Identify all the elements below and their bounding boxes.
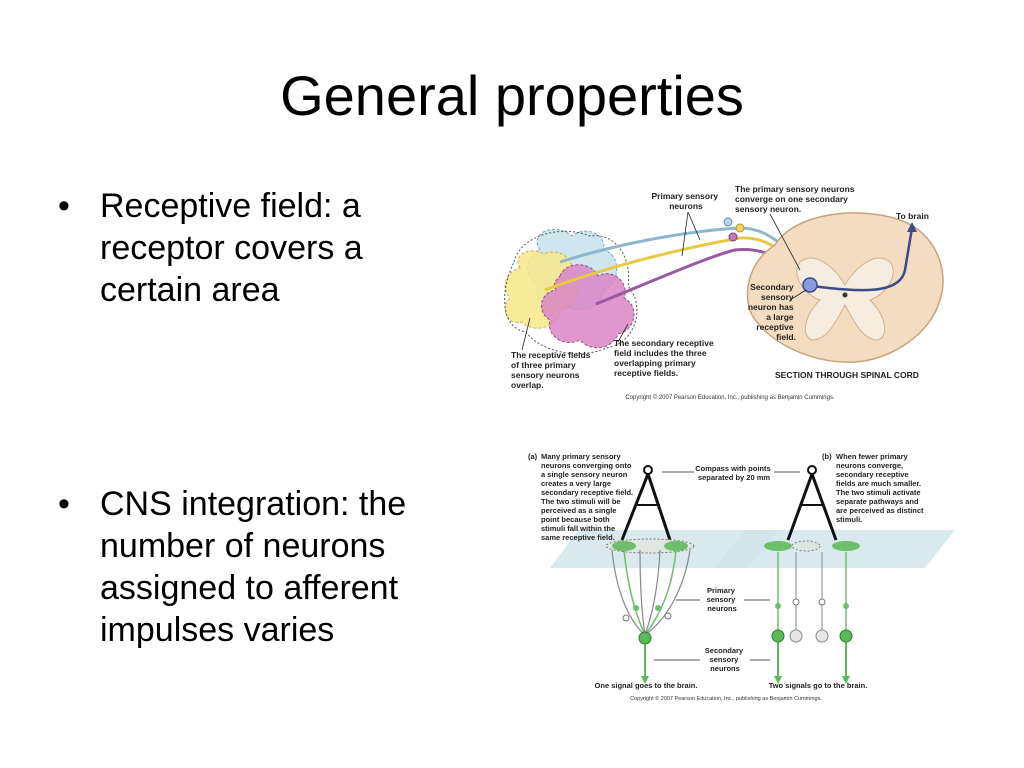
- figure-two-point-discrimination: (a) Many primary sensory neurons converg…: [528, 452, 955, 702]
- figure-receptive-field-diagram: Primary sensory neurons The primary sens…: [504, 184, 944, 401]
- arrow-head-b: [842, 676, 850, 684]
- label-one-signal: One signal goes to the brain.: [595, 681, 698, 690]
- compass-b-leg: [786, 473, 814, 541]
- arrow-to-brain-head: [907, 222, 917, 232]
- label-primary-neurons: Primary sensory neurons: [707, 586, 738, 613]
- label-section-spinal-cord: SECTION THROUGH SPINAL CORD: [775, 370, 919, 380]
- label-secondary-receptive-field: The secondary receptive field includes t…: [614, 338, 716, 378]
- secondary-neuron-b: [771, 629, 785, 643]
- leader-primary: [681, 211, 689, 257]
- primary-field-a: [612, 541, 636, 551]
- label-bg: [700, 585, 744, 615]
- leader-receptive-fields: [521, 317, 531, 351]
- primary-neuron-a: [644, 549, 691, 636]
- bullet-glyph: •: [58, 187, 70, 225]
- secondary-neuron-a: [638, 631, 652, 645]
- leader-secondary-rf: [617, 323, 629, 343]
- neuron-soma: [775, 603, 781, 609]
- primary-field-b: [791, 540, 821, 552]
- primary-neuron-a: [623, 549, 646, 636]
- neuron-soma: [843, 603, 849, 609]
- arrow-head-a: [641, 676, 649, 684]
- secondary-neuron-b: [815, 629, 829, 643]
- ascending-tract-arrow: [811, 227, 914, 292]
- copyright-bottom: Copyright © 2007 Pearson Education, Inc.…: [630, 695, 822, 702]
- label-secondary-neurons: Secondary sensory neurons: [705, 646, 745, 673]
- label-a-tag: (a): [528, 452, 538, 461]
- label-b-description: When fewer primary neurons converge, sec…: [836, 452, 926, 524]
- leader-secondary: [789, 289, 807, 301]
- neuron-soma: [818, 598, 826, 606]
- leader-converge: [769, 213, 801, 271]
- copyright-top: Copyright © 2007 Pearson Education, Inc.…: [625, 394, 835, 401]
- label-converge: The primary sensory neurons converge on …: [735, 184, 857, 214]
- ganglion-yellow: [735, 223, 745, 233]
- spinal-cord-gray-matter: [796, 257, 894, 341]
- primary-field-b: [832, 541, 860, 551]
- primary-field-b: [764, 541, 792, 551]
- secondary-neuron-b: [789, 629, 803, 643]
- neuron-soma: [792, 598, 800, 606]
- secondary-sensory-neuron: [802, 277, 818, 293]
- label-to-brain: To brain: [896, 211, 929, 221]
- compass-b-pivot: [807, 465, 817, 475]
- ganglion-pink: [728, 232, 738, 242]
- neuron-soma: [622, 614, 630, 622]
- label-receptive-fields-overlap: The receptive fields of three primary se…: [511, 350, 593, 390]
- label-b-tag: (b): [822, 452, 832, 461]
- receptive-field-pink: [541, 264, 635, 349]
- neuron-soma: [664, 612, 672, 620]
- primary-neuron-a: [644, 549, 677, 636]
- central-canal: [842, 292, 848, 298]
- compass-a-leg: [646, 473, 672, 541]
- neuron-soma: [655, 605, 661, 611]
- slide-title: General properties: [280, 64, 744, 127]
- bullet-text-receptive-field: Receptive field: a receptor covers a cer…: [100, 187, 363, 309]
- ganglion-blue: [723, 217, 733, 227]
- primary-neuron-a: [611, 549, 646, 636]
- arrow-head-b: [774, 676, 782, 684]
- primary-neuron-a: [639, 549, 646, 636]
- primary-field-a: [664, 541, 688, 551]
- label-primary-neurons: Primary sensory neurons: [652, 191, 721, 211]
- primary-neuron-a: [644, 549, 661, 636]
- compass-a-pivot: [643, 465, 653, 475]
- leader-primary: [687, 211, 701, 241]
- compass-a-leg: [620, 473, 650, 541]
- label-two-signals: Two signals go to the brain.: [769, 681, 868, 690]
- bullet-text-cns-integration: CNS integration: the number of neurons a…: [100, 485, 407, 649]
- secondary-neuron-b: [839, 629, 853, 643]
- bullet-glyph: •: [58, 485, 70, 523]
- label-bg: [700, 645, 750, 675]
- compass-b-leg: [810, 473, 838, 541]
- label-bg: [694, 462, 774, 484]
- neuron-soma: [633, 605, 639, 611]
- label-a-description: Many primary sensory neurons converging …: [541, 452, 635, 542]
- secondary-receptive-field-outline: [504, 230, 638, 355]
- label-compass: Compass with points separated by 20 mm: [695, 464, 773, 482]
- label-secondary-neuron: Secondary sensory neuron has a large rec…: [748, 282, 796, 342]
